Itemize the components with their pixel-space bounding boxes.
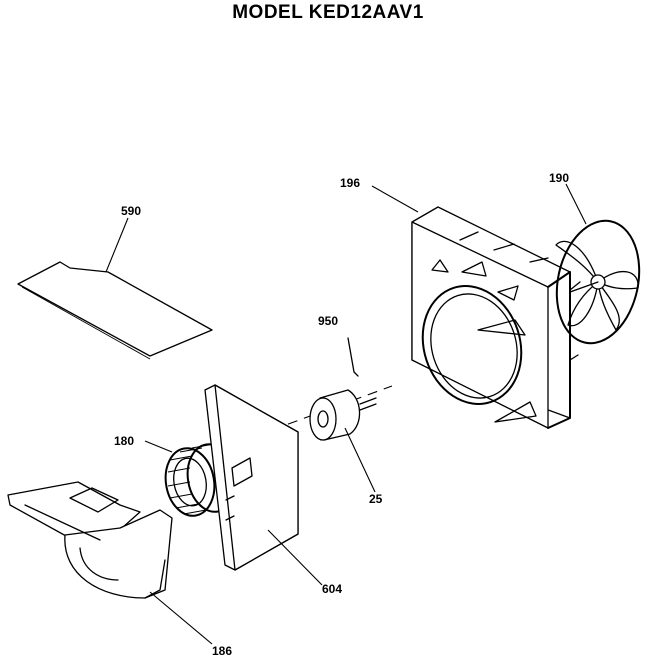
leader-590 — [105, 217, 129, 273]
callout-25: 25 — [369, 492, 383, 506]
shaft-centerline — [271, 385, 393, 431]
callout-590: 590 — [121, 204, 141, 218]
callout-950: 950 — [318, 314, 338, 328]
leader-196 — [371, 185, 419, 213]
leader-25 — [344, 427, 376, 493]
part-950-clip — [347, 337, 359, 377]
callout-190: 190 — [549, 171, 569, 185]
part-25-motor — [309, 389, 377, 441]
part-590-pad — [17, 261, 213, 360]
callout-186: 186 — [212, 644, 232, 658]
leader-190 — [565, 183, 587, 225]
diagram-title: MODEL KED12AAV1 — [232, 2, 424, 23]
callout-196: 196 — [340, 176, 360, 190]
part-604-mount-panel — [204, 384, 299, 571]
callout-180: 180 — [114, 434, 134, 448]
leader-604 — [267, 529, 323, 586]
part-186-scroll-housing — [7, 481, 173, 599]
leader-186 — [149, 591, 213, 645]
part-190-fan-blade — [555, 219, 641, 345]
callout-604: 604 — [322, 582, 342, 596]
leader-180 — [144, 440, 173, 453]
part-196-shroud — [411, 206, 581, 429]
